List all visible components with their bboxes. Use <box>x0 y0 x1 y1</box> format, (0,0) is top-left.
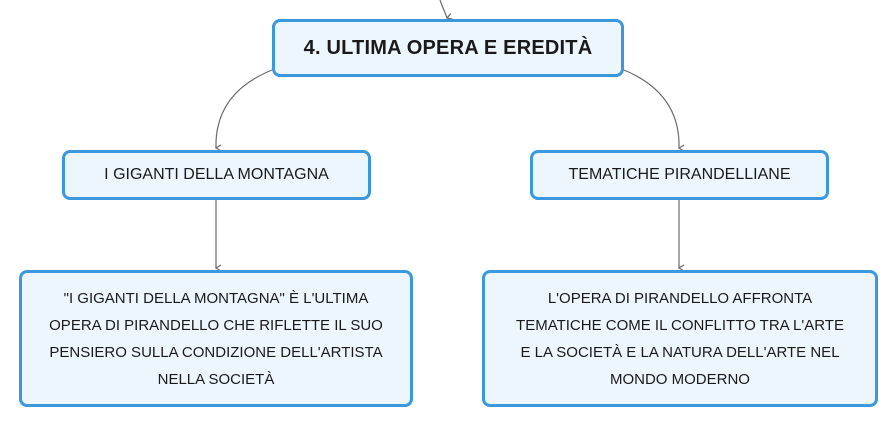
root-node-label: 4. ULTIMA OPERA E EREDITÀ <box>303 36 593 59</box>
detail-node-text: L'OPERA DI PIRANDELLO AFFRONTA TEMATICHE… <box>516 289 844 388</box>
connector-root-right <box>623 69 685 152</box>
topic-node-giganti[interactable]: I GIGANTI DELLA MONTAGNA <box>62 150 371 200</box>
root-node[interactable]: 4. ULTIMA OPERA E EREDITÀ <box>272 19 624 77</box>
detail-node-giganti[interactable]: "I GIGANTI DELLA MONTAGNA" È L'ULTIMA OP… <box>19 270 413 407</box>
detail-node-text: "I GIGANTI DELLA MONTAGNA" È L'ULTIMA OP… <box>49 289 383 388</box>
topic-node-tematiche[interactable]: TEMATICHE PIRANDELLIANE <box>530 150 829 200</box>
topic-node-label: I GIGANTI DELLA MONTAGNA <box>104 166 329 183</box>
detail-node-tematiche[interactable]: L'OPERA DI PIRANDELLO AFFRONTA TEMATICHE… <box>482 270 878 407</box>
topic-node-label: TEMATICHE PIRANDELLIANE <box>568 166 791 183</box>
connector-root-left <box>214 69 273 152</box>
connector-incoming <box>439 0 453 20</box>
